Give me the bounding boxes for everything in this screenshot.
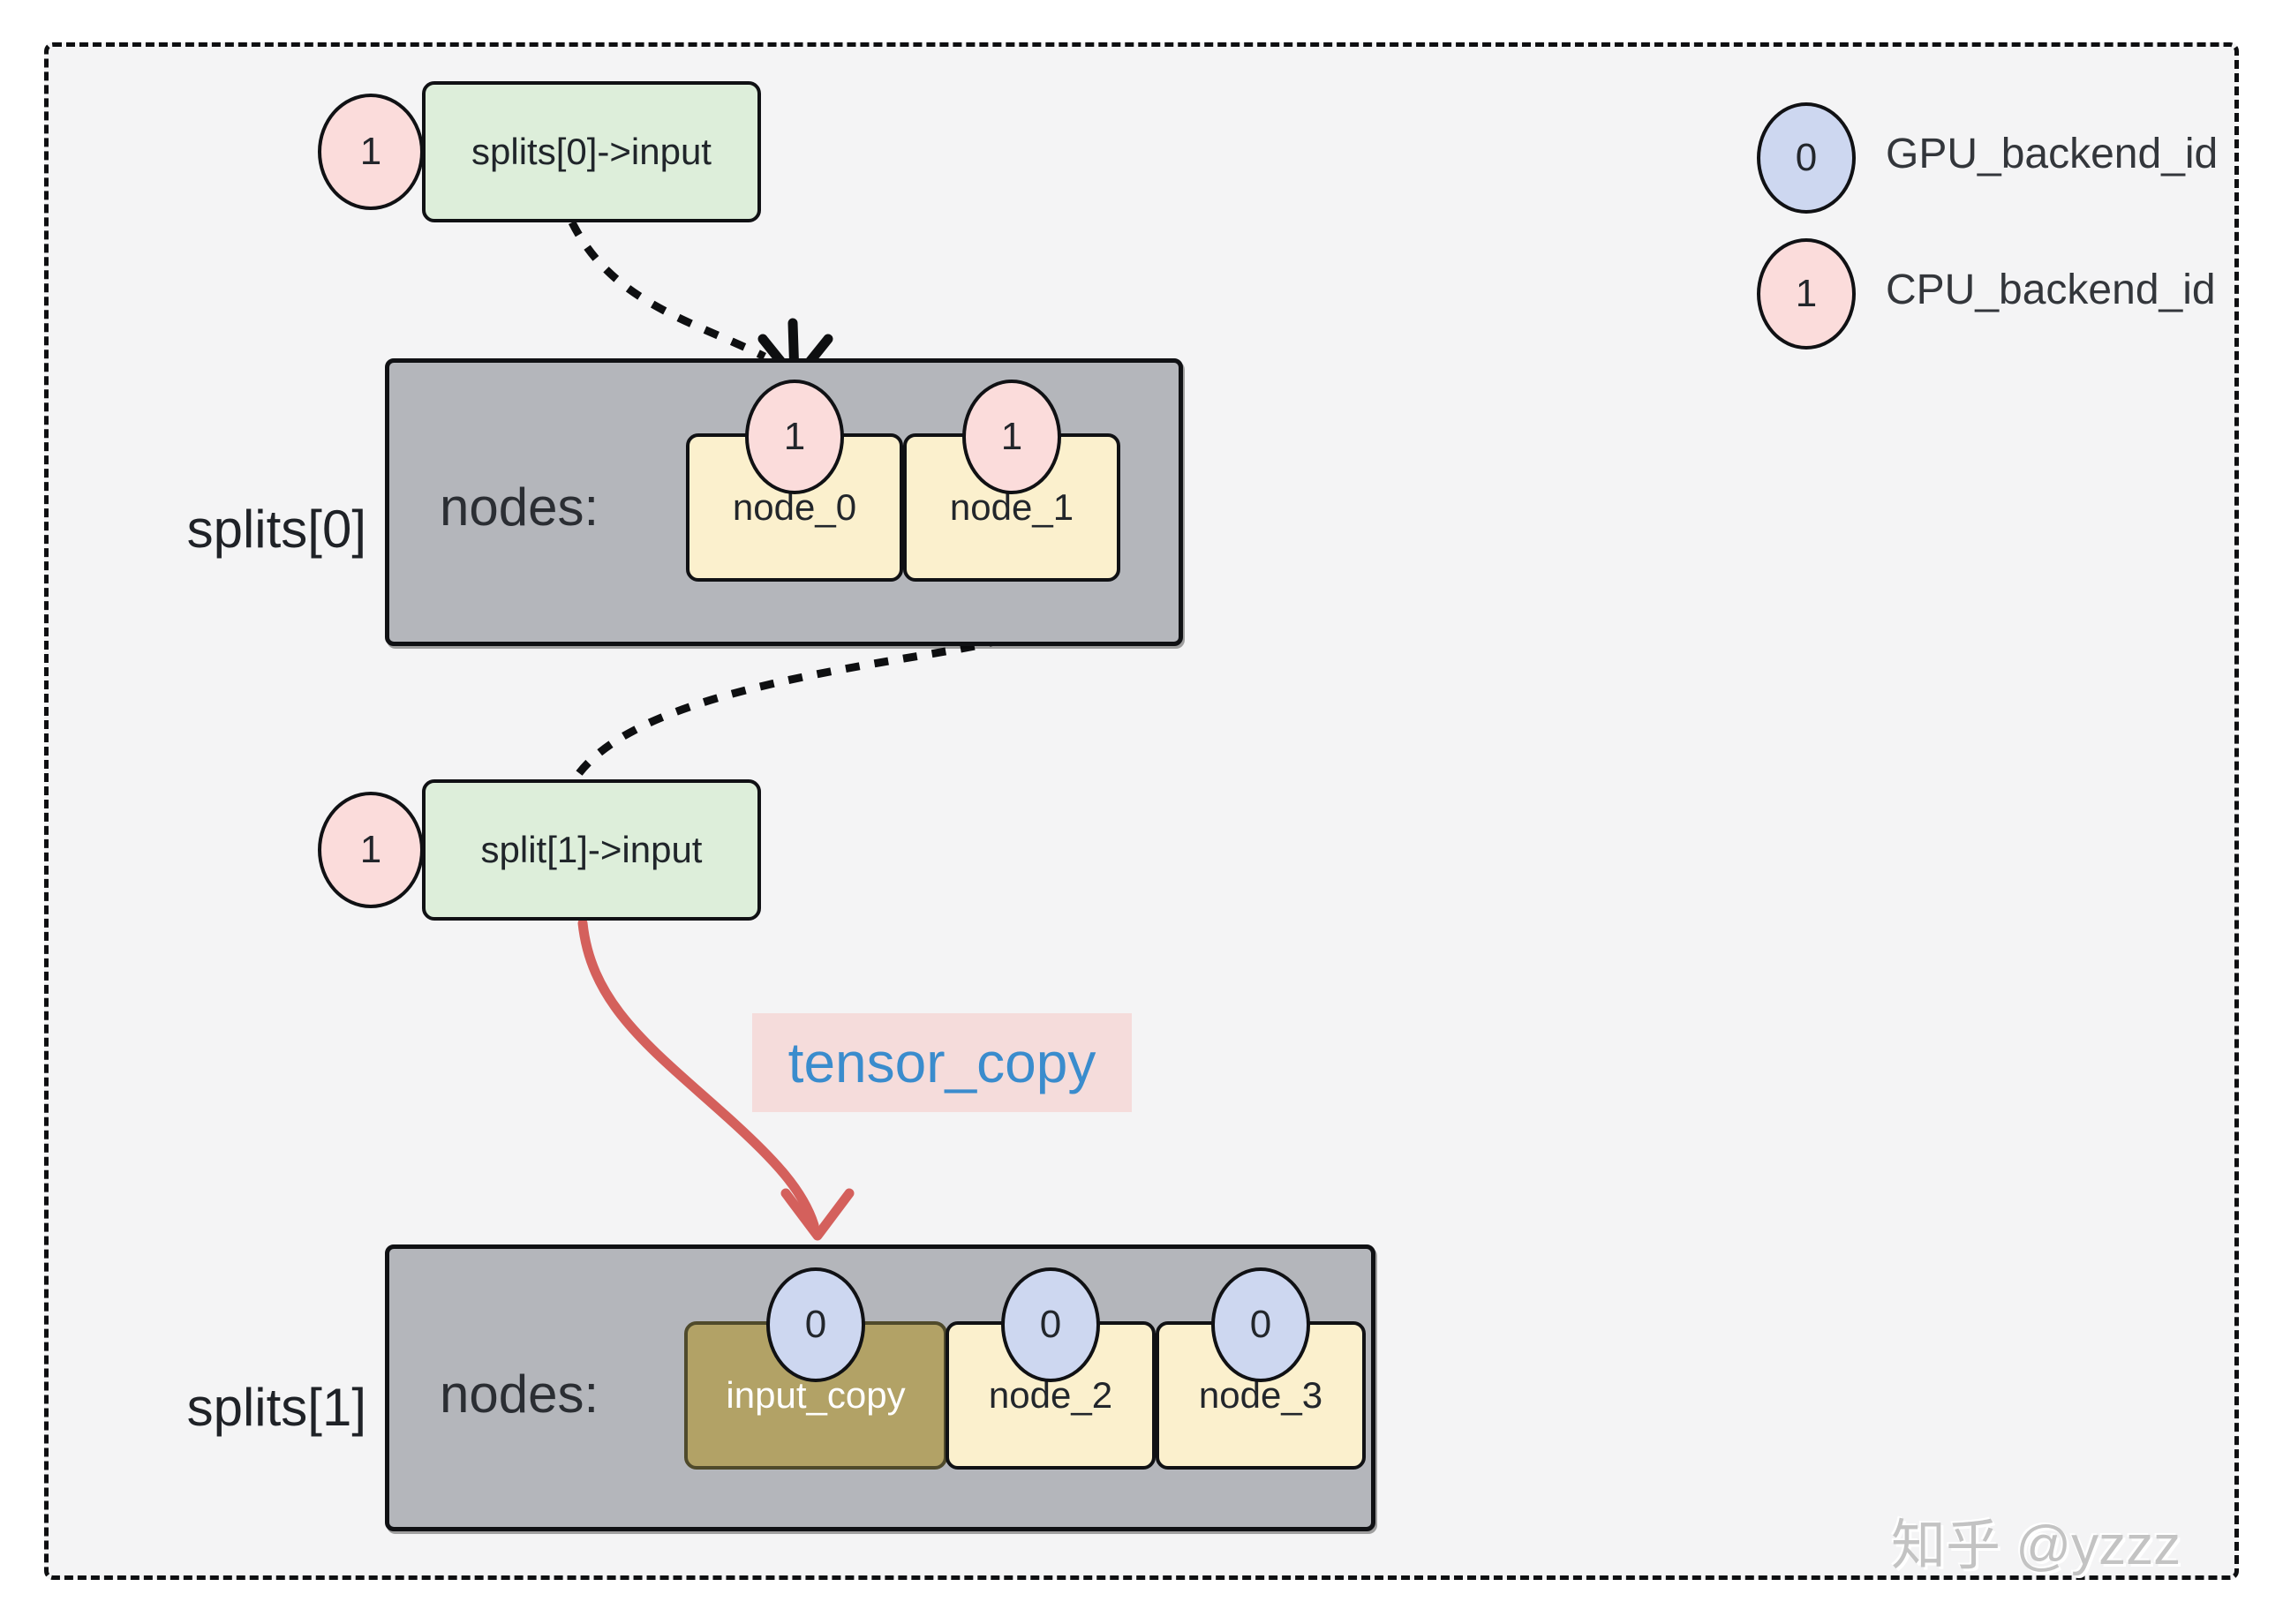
- split1-title: splits[1]: [186, 1378, 366, 1437]
- gpu-backend-badge-node2: 0: [1001, 1267, 1100, 1382]
- tensor-copy-label: tensor_copy: [752, 1013, 1132, 1112]
- input-box-splits0: splits[0]->input: [422, 81, 761, 222]
- cpu-backend-legend-badge: 1: [1757, 238, 1856, 350]
- input-box-split1: split[1]->input: [422, 779, 761, 921]
- node-0-box: node_0: [686, 433, 903, 582]
- split1-nodes-label: nodes:: [440, 1365, 599, 1424]
- gpu-backend-badge-inputcopy: 0: [766, 1267, 865, 1382]
- input-copy-box: input_copy: [684, 1321, 947, 1470]
- cpu-backend-badge-node0: 1: [745, 380, 844, 494]
- cpu-backend-badge-input1: 1: [318, 792, 424, 908]
- cpu-backend-badge-node1: 1: [962, 380, 1061, 494]
- split0-nodes-label: nodes:: [440, 477, 599, 537]
- watermark: 知乎 @yzzz: [1891, 1515, 2181, 1576]
- gpu-backend-badge-node3: 0: [1211, 1267, 1310, 1382]
- gpu-backend-legend-label: GPU_backend_id: [1886, 131, 2219, 177]
- split0-title: splits[0]: [186, 500, 366, 559]
- input-box-splits0-label: splits[0]->input: [471, 131, 712, 172]
- cpu-backend-legend-label: CPU_backend_id: [1886, 267, 2216, 313]
- gpu-backend-legend-badge: 0: [1757, 102, 1856, 214]
- input-box-split1-label: split[1]->input: [480, 829, 703, 870]
- cpu-backend-badge-input0: 1: [318, 94, 424, 210]
